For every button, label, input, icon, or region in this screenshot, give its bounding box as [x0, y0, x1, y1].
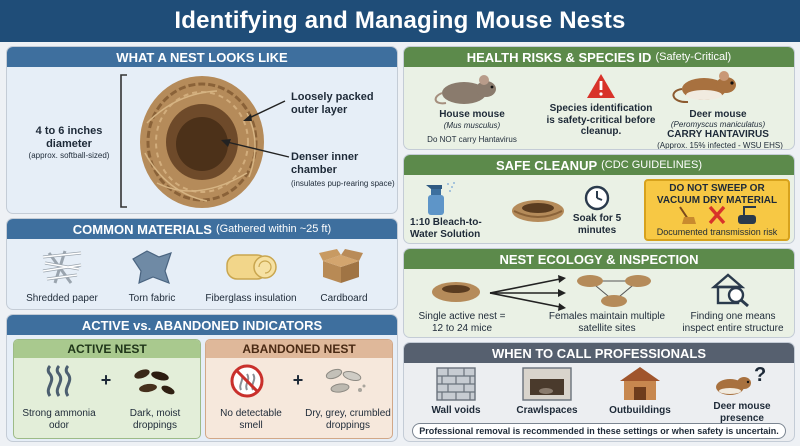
- species-warning: Species identification is safety-critica…: [546, 103, 656, 137]
- diameter-bracket-icon: [120, 74, 127, 208]
- nest-illustration-icon: [140, 76, 264, 208]
- warning-icon: [587, 74, 615, 98]
- soak-time: Soak for 5 minutes: [572, 213, 622, 236]
- inner-chamber-label: Denser inner chamber: [291, 151, 359, 176]
- health-panel: HEALTH RISKS & SPECIES ID(Safety-Critica…: [403, 46, 795, 150]
- active-sign-ammonia: Strong ammonia odor: [22, 408, 96, 431]
- cleanup-header: SAFE CLEANUP(CDC GUIDELINES): [404, 155, 794, 175]
- satellite-arrows: [489, 275, 566, 311]
- no-sweep-title: DO NOT SWEEP OR VACUUM DRY MATERIAL: [656, 183, 778, 206]
- materials-header: COMMON MATERIALS(Gathered within ~25 ft): [7, 219, 397, 239]
- abandoned-nest-title: ABANDONED NEST: [206, 340, 392, 358]
- indicators-header: ACTIVE vs. ABANDONED INDICATORS: [7, 315, 397, 335]
- nest-look-header: WHAT A NEST LOOKS LIKE: [7, 47, 397, 67]
- abandoned-sign-smell: No detectable smell: [220, 408, 282, 431]
- outbuildings-icon: [620, 367, 660, 400]
- professionals-header: WHEN TO CALL PROFESSIONALS: [404, 343, 794, 363]
- ammonia-odor-icon: [46, 364, 72, 397]
- no-sweep-note: Documented transmission risk: [656, 227, 778, 237]
- material-fiberglass: Fiberglass insulation: [205, 293, 297, 304]
- svg-text:?: ?: [754, 364, 766, 386]
- outer-layer-pointer: [243, 100, 286, 121]
- deer-mouse-suspected-icon: ?: [716, 364, 766, 395]
- no-smell-icon: [230, 364, 264, 398]
- material-cardboard: Cardboard: [320, 293, 368, 304]
- shredded-paper-icon: [42, 250, 82, 284]
- inner-chamber-pointer: [221, 139, 290, 158]
- ecology-header: NEST ECOLOGY & INSPECTION: [404, 249, 794, 269]
- dry-droppings-icon: [325, 368, 366, 393]
- health-header: HEALTH RISKS & SPECIES ID(Safety-Critica…: [404, 47, 794, 67]
- active-nest-box: ACTIVE NEST + Strong ammonia odor Dark, …: [13, 339, 201, 439]
- active-plus: +: [100, 370, 112, 390]
- fiberglass-insulation-icon: [226, 254, 277, 280]
- deer-mouse-sci: (Peromyscus maniculatus): [670, 120, 766, 129]
- diameter-note: (approx. softball-sized): [28, 151, 110, 160]
- abandoned-nest-box: ABANDONED NEST + No detectable smell Dry…: [205, 339, 393, 439]
- torn-fabric-icon: [132, 250, 172, 285]
- single-nest-count: Single active nest = 12 to 24 mice: [418, 311, 506, 334]
- house-mouse-icon: [434, 75, 496, 105]
- clock-icon: [584, 185, 610, 211]
- inspect-structure: Finding one means inspect entire structu…: [682, 311, 784, 334]
- deer-mouse-icon: [672, 71, 736, 104]
- spray-bottle-icon: [426, 182, 455, 215]
- satellite-sites: Females maintain multiple satellite site…: [548, 311, 666, 334]
- page-title-text: Identifying and Managing Mouse Nests: [174, 7, 626, 34]
- active-nest-title: ACTIVE NEST: [14, 340, 200, 358]
- inner-chamber-note: (insulates pup-rearing space): [291, 179, 395, 188]
- active-nest-icon: [432, 282, 480, 302]
- material-shredded-paper: Shredded paper: [26, 293, 98, 304]
- page-title: Identifying and Managing Mouse Nests: [0, 0, 800, 42]
- small-nest-icon: [512, 200, 564, 222]
- no-sweep-warning-box: DO NOT SWEEP OR VACUUM DRY MATERIAL Docu…: [644, 179, 790, 241]
- pro-crawlspaces: Crawlspaces: [516, 405, 578, 416]
- deer-mouse-stat: (Approx. 15% infected - WSU EHS): [657, 141, 783, 150]
- outer-layer-label: Loosely packed outer layer: [291, 91, 374, 116]
- professionals-panel: WHEN TO CALL PROFESSIONALS ? Wall voids …: [403, 342, 795, 442]
- abandoned-plus: +: [292, 370, 304, 390]
- deer-mouse-note: CARRY HANTAVIRUS: [667, 129, 769, 140]
- cardboard-icon: [319, 249, 363, 283]
- nest-look-panel: WHAT A NEST LOOKS LIKE 4 to 6 inches dia…: [6, 46, 398, 214]
- crawlspaces-icon: [522, 367, 572, 401]
- moist-droppings-icon: [134, 369, 175, 395]
- cleanup-panel: SAFE CLEANUP(CDC GUIDELINES) 1:10 Bleach…: [403, 154, 795, 244]
- ecology-panel: NEST ECOLOGY & INSPECTION Single active …: [403, 248, 795, 338]
- deer-mouse-name: Deer mouse: [689, 109, 747, 120]
- wall-voids-icon: [436, 367, 476, 401]
- house-mouse-sci: (Mus musculus): [443, 121, 501, 130]
- professional-note: Professional removal is recommended in t…: [412, 423, 786, 439]
- abandoned-sign-droppings: Dry, grey, crumbled droppings: [305, 408, 391, 431]
- active-sign-droppings: Dark, moist droppings: [129, 408, 181, 431]
- bleach-solution: 1:10 Bleach-to-Water Solution: [410, 217, 482, 240]
- satellite-nests-icon: [577, 275, 651, 307]
- broom-vacuum-crossed-icon: [679, 205, 756, 225]
- house-mouse-name: House mouse: [439, 109, 505, 120]
- pro-wall-voids: Wall voids: [431, 405, 481, 416]
- house-inspect-icon: [710, 273, 749, 308]
- house-mouse-note: Do NOT carry Hantavirus: [427, 135, 517, 144]
- pro-outbuildings: Outbuildings: [609, 405, 671, 416]
- indicators-panel: ACTIVE vs. ABANDONED INDICATORS ACTIVE N…: [6, 314, 398, 442]
- diameter-label: 4 to 6 inches diameter: [35, 125, 103, 150]
- material-torn-fabric: Torn fabric: [128, 293, 176, 304]
- materials-panel: COMMON MATERIALS(Gathered within ~25 ft)…: [6, 218, 398, 310]
